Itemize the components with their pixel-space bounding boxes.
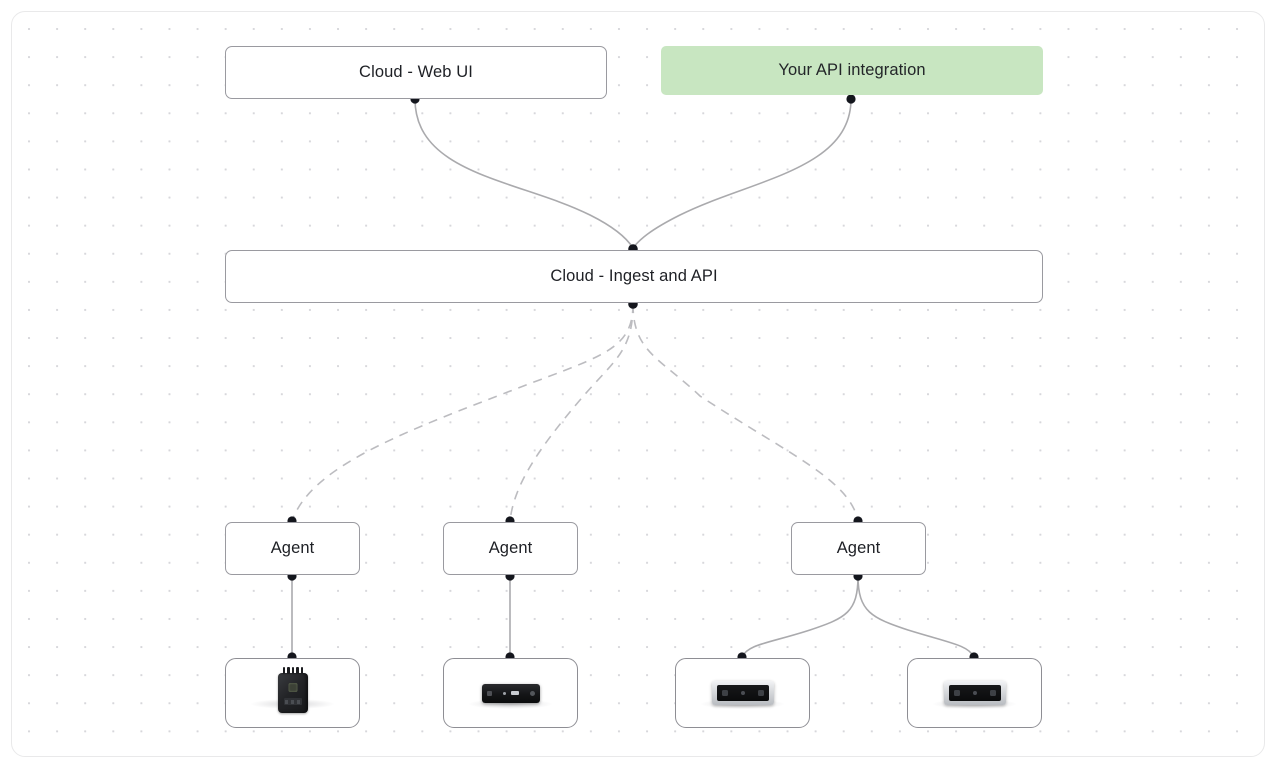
depth-camera-face-icon [948,685,1001,701]
node-label-agent-3: Agent [836,539,881,557]
node-your-api-integration[interactable]: Your API integration [661,46,1043,95]
node-device-3[interactable] [675,658,810,728]
bar-camera-sensors-icon [492,691,530,695]
device-2-shadow [469,699,552,709]
bar-camera-left-lens-icon [486,690,492,696]
node-agent-3[interactable]: Agent [791,522,926,575]
bar-camera-right-lens-icon [529,690,535,696]
bar-camera-icon [481,683,540,703]
node-agent-2[interactable]: Agent [443,522,578,575]
device-1-artwork [226,659,359,727]
device-4-artwork [908,659,1041,727]
depth-camera-icon [711,681,774,705]
device-3-artwork [676,659,809,727]
node-label-agent-1: Agent [270,539,315,557]
depth-camera-icon [943,681,1006,705]
sensor-module-icon [277,667,308,713]
node-label-your-api-integration: Your API integration [778,61,926,79]
depth-camera-face-icon [716,685,769,701]
node-cloud-ingest-and-api[interactable]: Cloud - Ingest and API [225,250,1043,303]
node-device-1[interactable] [225,658,360,728]
diagram-canvas[interactable] [11,11,1265,757]
device-2-artwork [444,659,577,727]
node-cloud-web-ui[interactable]: Cloud - Web UI [225,46,607,99]
node-label-cloud-ingest-and-api: Cloud - Ingest and API [550,267,718,285]
node-agent-1[interactable]: Agent [225,522,360,575]
pin-header-icon [282,667,304,674]
module-strip-icon [283,698,302,705]
node-device-2[interactable] [443,658,578,728]
node-label-cloud-web-ui: Cloud - Web UI [359,63,473,81]
node-device-4[interactable] [907,658,1042,728]
module-lens-icon [288,683,297,692]
node-label-agent-2: Agent [488,539,533,557]
